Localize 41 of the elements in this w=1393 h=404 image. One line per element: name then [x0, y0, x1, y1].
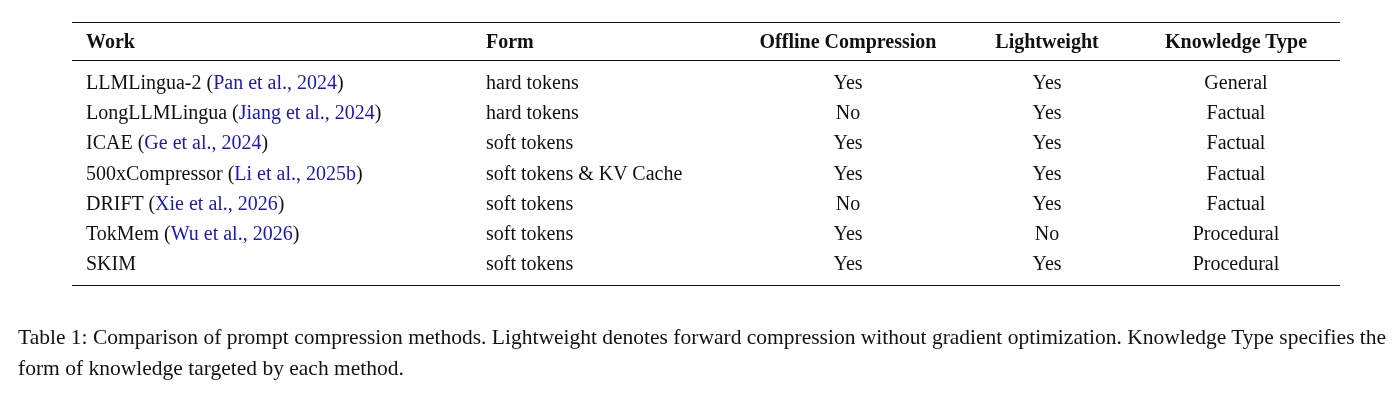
method-name: DRIFT (Xie et al., 2026) [85, 190, 286, 217]
column-header: Work [72, 22, 472, 61]
table-entry: Yes [962, 248, 1132, 286]
table-entry: Yes [734, 248, 962, 286]
table-entry: soft tokens [485, 221, 575, 247]
table-entry: Yes [962, 60, 1132, 98]
table-entry: soft tokens & KV Cache [485, 160, 684, 186]
table-entry: Yes [832, 160, 864, 186]
table-entry: Factual [1205, 160, 1267, 186]
column-header: Lightweight [962, 22, 1132, 61]
method-name: ICAE (Ge et al., 2024) [85, 130, 270, 156]
table-entry: No [834, 99, 862, 125]
method-name: 500xCompressor (Li et al., 2025b) [85, 160, 364, 187]
column-header: Knowledge Type [1132, 22, 1340, 61]
table-entry: Yes [1031, 130, 1063, 156]
column-header: Form [472, 22, 734, 61]
table-entry: Yes [734, 60, 962, 98]
table-entry: Procedural [1191, 221, 1281, 247]
method-name: LongLLMLingua (Jiang et al., 2024) [85, 99, 383, 126]
method-name: LLMLingua-2 (Pan et al., 2024) [72, 60, 472, 98]
table-entry: Yes [1031, 190, 1063, 216]
table-caption: Table 1: Comparison of prompt compression methods. Lightweight denotes forward compression without gradient optimization. Knowledge Type specifies the form of knowledge targeted by each method. [18, 324, 1388, 382]
table-entry: soft tokens [485, 190, 575, 216]
table-entry: No [834, 190, 862, 216]
table-entry: Procedural [1132, 248, 1340, 286]
method-name: TokMem (Wu et al., 2026) [85, 221, 301, 247]
table-entry: Yes [832, 130, 864, 156]
table-entry: Yes [1031, 99, 1063, 125]
table-entry: hard tokens [472, 60, 734, 98]
table-entry: hard tokens [485, 99, 580, 125]
table-entry: No [1033, 221, 1061, 247]
table-entry: soft tokens [485, 130, 575, 156]
table-entry: Yes [832, 221, 864, 247]
table-entry: soft tokens [472, 248, 734, 286]
table-entry: General [1132, 60, 1340, 98]
table-entry: Yes [1031, 160, 1063, 186]
table-entry: Factual [1205, 99, 1267, 125]
column-header: Offline Compression [734, 22, 962, 61]
method-name: SKIM [72, 248, 472, 286]
table-entry: Factual [1205, 130, 1267, 156]
table-entry: Factual [1205, 190, 1267, 216]
